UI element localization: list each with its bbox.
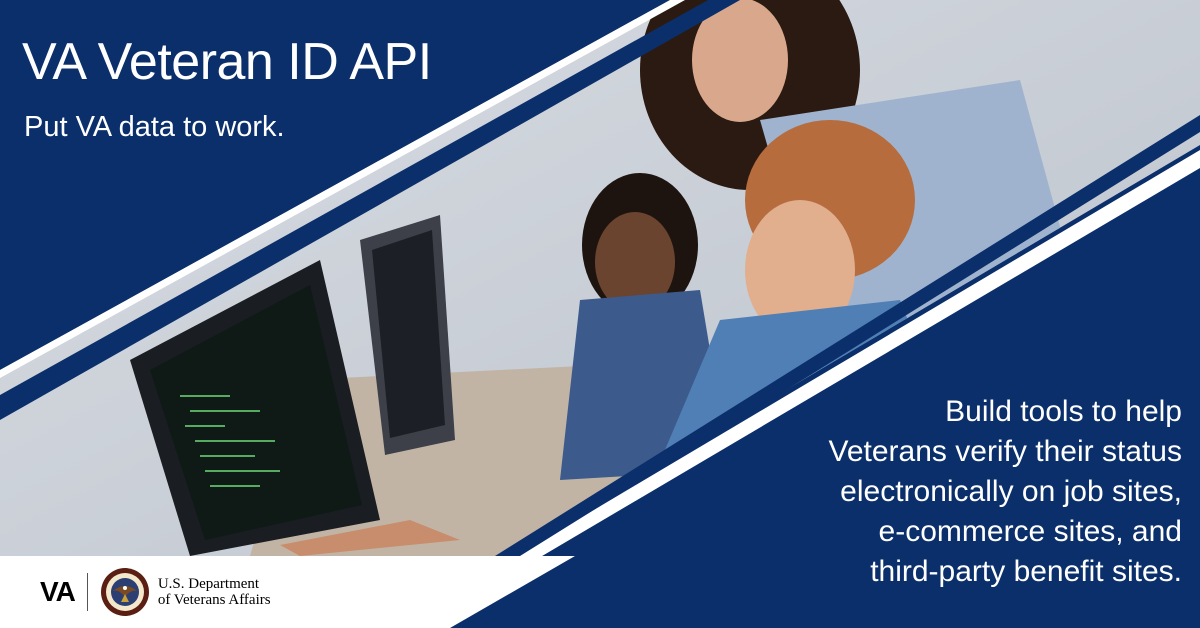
department-name: U.S. Department of Veterans Affairs: [158, 576, 271, 608]
va-wordmark: VA: [40, 576, 76, 607]
department-name-line: U.S. Department: [157, 576, 260, 592]
description: Build tools to help Veterans verify thei…: [742, 392, 1183, 592]
description-line: Build tools to help: [945, 395, 1182, 428]
logo-divider: [86, 573, 88, 611]
va-logo: VA U.S. Department of Veterans Affairs: [0, 556, 330, 628]
tagline: Put VA data to work.: [24, 111, 285, 143]
description-line: Veterans verify their status: [828, 435, 1183, 468]
description-line: third-party benefit sites.: [870, 555, 1182, 588]
description-line: e-commerce sites, and: [878, 515, 1182, 548]
description-line: electronically on job sites,: [840, 475, 1182, 508]
va-seal-icon: [100, 568, 149, 616]
department-name-line: of Veterans Affairs: [157, 592, 271, 608]
page-title: VA Veteran ID API: [22, 33, 432, 91]
